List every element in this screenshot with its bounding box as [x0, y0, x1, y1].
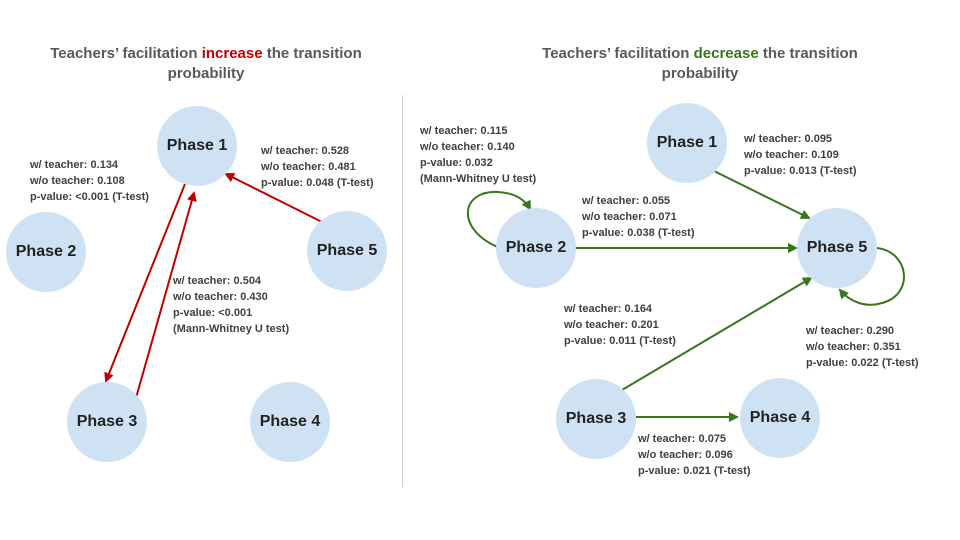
annotation-line: p-value: 0.022 (T-test) [806, 357, 919, 369]
annotation-line: p-value: 0.021 (T-test) [638, 465, 751, 477]
annotation-line: w/ teacher: 0.055 [582, 195, 671, 207]
annotation-line: w/o teacher: 0.430 [173, 291, 268, 303]
right-node-phase5: Phase 5 [797, 208, 877, 288]
right-title-suffix: the transition [758, 45, 858, 62]
annotation-line: w/ teacher: 0.164 [564, 303, 653, 315]
right-title-keyword: decrease [693, 45, 759, 62]
right-annotation-phase2-to-phase5: w/ teacher: 0.055 w/o teacher: 0.071 p-v… [582, 193, 694, 241]
edge-right-phase3-to-phase5 [621, 276, 813, 391]
edge-right-phase2-self-loop [466, 190, 531, 249]
annotation-line: w/ teacher: 0.504 [173, 275, 262, 287]
annotation-line: p-value: <0.001 [173, 307, 253, 319]
edge-left-phase5-to-phase1 [224, 173, 323, 223]
left-title-line2: probability [167, 65, 245, 82]
left-node-phase5: Phase 5 [307, 211, 387, 291]
annotation-line: (Mann-Whitney U test) [420, 173, 537, 185]
left-annotation-phase5-to-phase1: w/ teacher: 0.528 w/o teacher: 0.481 p-v… [261, 143, 373, 191]
left-title-keyword: increase [201, 45, 263, 62]
annotation-line: p-value: 0.038 (T-test) [582, 227, 695, 239]
panel-divider [402, 95, 403, 487]
left-node-phase4: Phase 4 [250, 382, 330, 462]
left-title-suffix: the transition [262, 45, 362, 62]
right-node-phase4: Phase 4 [740, 378, 820, 458]
right-node-phase3: Phase 3 [556, 379, 636, 459]
annotation-line: w/o teacher: 0.201 [564, 319, 659, 331]
right-annotation-phase2-self: w/ teacher: 0.115 w/o teacher: 0.140 p-v… [420, 123, 536, 187]
annotation-line: w/ teacher: 0.290 [806, 325, 895, 337]
annotation-line: w/ teacher: 0.075 [638, 433, 727, 445]
annotation-line: p-value: 0.013 (T-test) [744, 165, 857, 177]
right-panel-title: Teachers’ facilitation decrease the tran… [510, 44, 890, 84]
left-annotation-phase3-to-phase1: w/ teacher: 0.504 w/o teacher: 0.430 p-v… [173, 273, 289, 337]
annotation-line: (Mann-Whitney U test) [173, 323, 290, 335]
annotation-line: w/ teacher: 0.095 [744, 133, 833, 145]
annotation-line: p-value: 0.011 (T-test) [564, 335, 676, 347]
annotation-line: w/o teacher: 0.071 [582, 211, 677, 223]
annotation-line: w/o teacher: 0.481 [261, 161, 356, 173]
annotation-line: p-value: 0.032 [420, 157, 493, 169]
annotation-line: w/o teacher: 0.096 [638, 449, 733, 461]
right-annotation-phase5-self: w/ teacher: 0.290 w/o teacher: 0.351 p-v… [806, 323, 918, 371]
annotation-line: w/ teacher: 0.115 [420, 125, 508, 137]
right-node-phase1: Phase 1 [647, 103, 727, 183]
left-node-phase3: Phase 3 [67, 382, 147, 462]
annotation-line: w/ teacher: 0.134 [30, 159, 119, 171]
edge-right-phase1-to-phase5 [713, 170, 811, 219]
left-title-prefix: Teachers’ facilitation [50, 45, 202, 62]
edge-left-phase3-to-phase1 [135, 191, 197, 399]
edge-right-phase5-self-loop [838, 247, 905, 306]
left-node-phase1: Phase 1 [157, 106, 237, 186]
annotation-line: w/o teacher: 0.140 [420, 141, 515, 153]
right-annotation-phase1-to-phase5: w/ teacher: 0.095 w/o teacher: 0.109 p-v… [744, 131, 856, 179]
right-annotation-phase3-to-phase4: w/ teacher: 0.075 w/o teacher: 0.096 p-v… [638, 431, 750, 479]
annotation-line: w/o teacher: 0.351 [806, 341, 901, 353]
left-panel-title: Teachers’ facilitation increase the tran… [16, 44, 396, 84]
annotation-line: w/ teacher: 0.528 [261, 145, 350, 157]
annotation-line: p-value: 0.048 (T-test) [261, 177, 374, 189]
right-title-line2: probability [661, 65, 739, 82]
annotation-line: w/o teacher: 0.109 [744, 149, 839, 161]
right-node-phase2: Phase 2 [496, 208, 576, 288]
left-annotation-phase1-to-phase3: w/ teacher: 0.134 w/o teacher: 0.108 p-v… [30, 157, 149, 205]
annotation-line: p-value: <0.001 (T-test) [30, 191, 149, 203]
annotation-line: w/o teacher: 0.108 [30, 175, 125, 187]
left-node-phase2: Phase 2 [6, 212, 86, 292]
edge-left-phase1-to-phase3 [104, 183, 186, 383]
right-annotation-phase3-to-phase5: w/ teacher: 0.164 w/o teacher: 0.201 p-v… [564, 301, 676, 349]
right-title-prefix: Teachers’ facilitation [542, 45, 694, 62]
